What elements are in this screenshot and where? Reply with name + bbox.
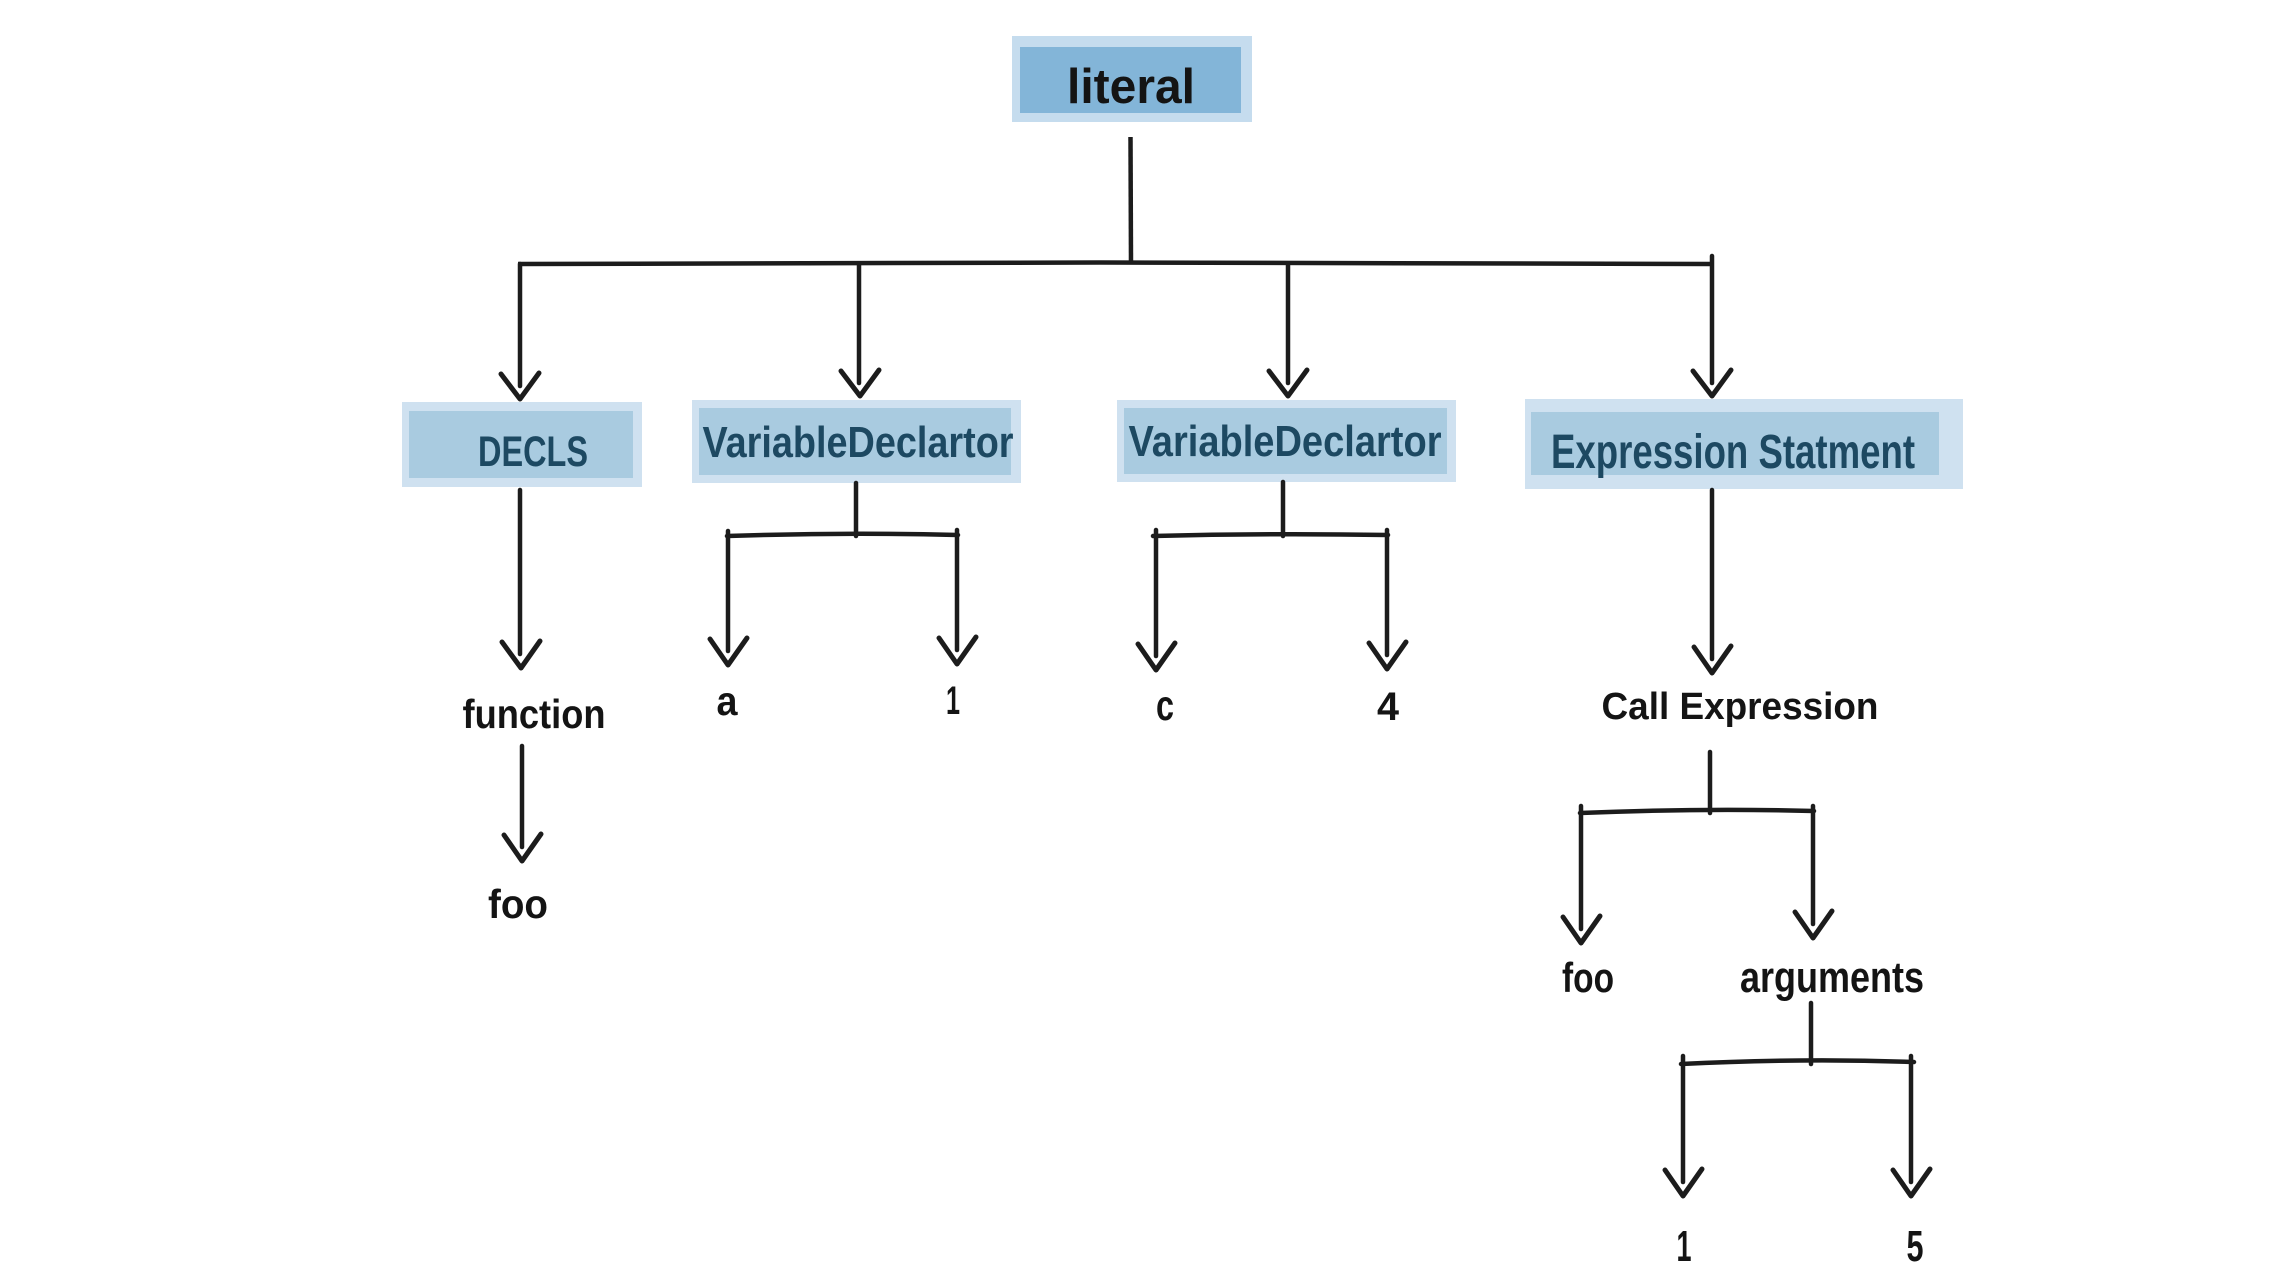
svg-text:DECLS: DECLS (478, 428, 588, 476)
svg-text:Expression Statment: Expression Statment (1551, 426, 1915, 479)
svg-text:1: 1 (946, 679, 960, 723)
svg-text:VariableDeclartor: VariableDeclartor (1129, 417, 1442, 466)
svg-text:4: 4 (1377, 685, 1400, 729)
svg-text:a: a (717, 678, 739, 724)
svg-text:foo: foo (1562, 954, 1614, 1001)
svg-text:5: 5 (1907, 1222, 1924, 1271)
svg-text:Call Expression: Call Expression (1602, 686, 1879, 728)
svg-text:arguments: arguments (1740, 953, 1924, 1002)
svg-text:literal: literal (1067, 60, 1195, 114)
svg-text:function: function (463, 691, 606, 737)
svg-text:c: c (1156, 682, 1174, 730)
svg-text:foo: foo (488, 881, 548, 927)
svg-text:1: 1 (1677, 1222, 1692, 1271)
svg-text:VariableDeclartor: VariableDeclartor (703, 418, 1014, 467)
